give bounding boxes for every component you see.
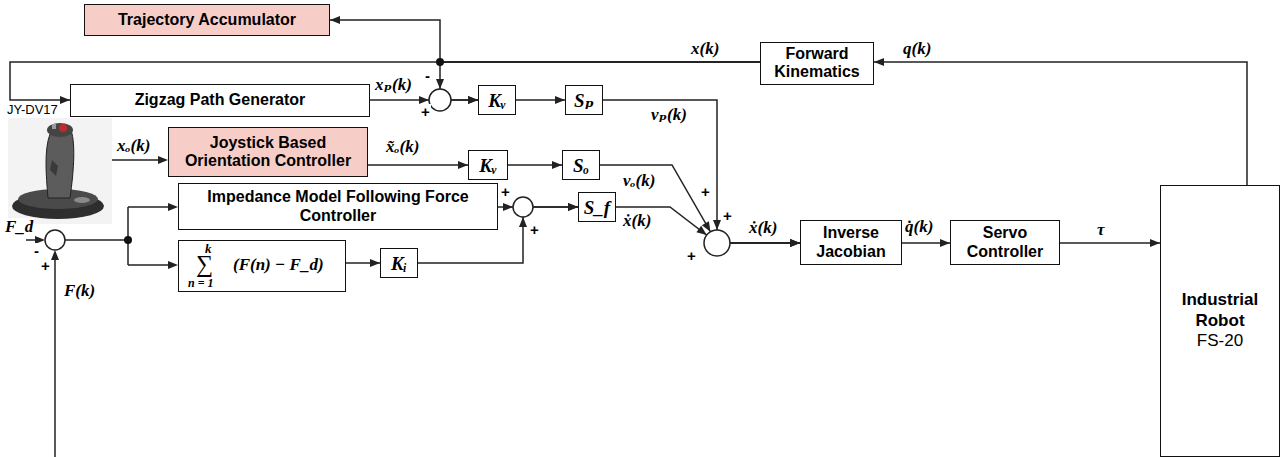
box-label: Kᵢ [391, 254, 407, 273]
gain-block: Kᵥ [478, 85, 516, 115]
box-label: Sₒ [573, 156, 589, 175]
signal-arrow [603, 100, 800, 243]
sign-label: + [686, 248, 697, 265]
box-label: Zigzag Path Generator [135, 91, 306, 109]
signal-label: F_d [4, 218, 34, 237]
signal-arrow [508, 164, 562, 166]
formula-part: (F(n) − F_d) [233, 256, 324, 273]
box-label: Forward Kinematics [767, 45, 867, 82]
sign-label: + [40, 258, 51, 275]
process-box: Impedance Model Following Force Controll… [178, 183, 498, 230]
signal-label: x̃ₒ(k) [385, 138, 420, 157]
sign-label: + [420, 104, 431, 121]
signal-arrow [600, 165, 800, 243]
signal-arrow [516, 99, 565, 101]
signal-arrow [874, 62, 1247, 185]
sign-label: - [424, 68, 431, 85]
box-label: Sₚ [574, 91, 594, 110]
signal-label: ẋ(k) [748, 219, 778, 238]
gain-block: Kᵢ [380, 248, 418, 278]
signal-label: vₚ(k) [650, 106, 688, 125]
signal-label: τ [1096, 221, 1106, 240]
signal-label: q̇(k) [904, 218, 934, 237]
box-label: S_f [584, 198, 610, 217]
signal-label: ẋ(k) [622, 212, 652, 231]
summing-junction [696, 220, 730, 256]
signal-arrow [368, 164, 468, 166]
sign-label: + [500, 184, 511, 201]
sign-label: + [529, 222, 540, 239]
signal-label: x(k) [690, 40, 720, 59]
box-label: Inverse Jacobian [807, 224, 895, 261]
formula-part: n = 1 [188, 277, 214, 289]
box-label: Impedance Model Following Force Controll… [185, 188, 491, 225]
robot-block: Industrial RobotFS-20 [1160, 185, 1280, 457]
gain-block: S_f [578, 192, 616, 222]
signal-label: F(k) [63, 282, 96, 301]
summation-block: k∑n = 1(F(n) − F_d) [178, 240, 346, 292]
formula-part: ∑ [196, 252, 213, 276]
sign-label: + [722, 208, 733, 225]
signal-label: vₒ(k) [622, 172, 656, 191]
box-label: Kᵥ [479, 156, 497, 175]
signal-arrow [902, 242, 950, 244]
highlighted-process-box: Joystick Based Orientation Controller [168, 127, 368, 177]
process-box: Servo Controller [950, 220, 1060, 265]
signal-label: xₚ(k) [374, 76, 413, 95]
joystick-signal-wire [112, 156, 168, 164]
box-label: Servo Controller [957, 224, 1053, 261]
process-box: Forward Kinematics [760, 42, 874, 85]
sign-label: - [33, 243, 40, 260]
gain-block: Kᵥ [468, 150, 508, 180]
gain-block: Sₒ [562, 150, 600, 180]
box-label: FS-20 [1197, 331, 1243, 351]
gain-block: Sₚ [565, 85, 603, 115]
signal-label: xₒ(k) [116, 137, 151, 156]
box-label: Kᵥ [488, 91, 506, 110]
process-box: Inverse Jacobian [800, 220, 902, 265]
signal-label: JY-DV17 [6, 103, 59, 117]
box-label: Joystick Based Orientation Controller [175, 134, 361, 171]
joystick-picture [8, 118, 112, 224]
box-label: Industrial Robot [1165, 290, 1275, 331]
sign-label: + [700, 184, 711, 201]
force-feedback-wiring [26, 203, 178, 457]
box-label: Trajectory Accumulator [118, 11, 296, 29]
signal-arrow [330, 20, 760, 62]
signal-arrow [1060, 242, 1160, 244]
signal-arrow [346, 262, 380, 264]
process-box: Zigzag Path Generator [70, 84, 370, 117]
signal-label: q(k) [902, 40, 932, 59]
highlighted-process-box: Trajectory Accumulator [84, 4, 330, 36]
